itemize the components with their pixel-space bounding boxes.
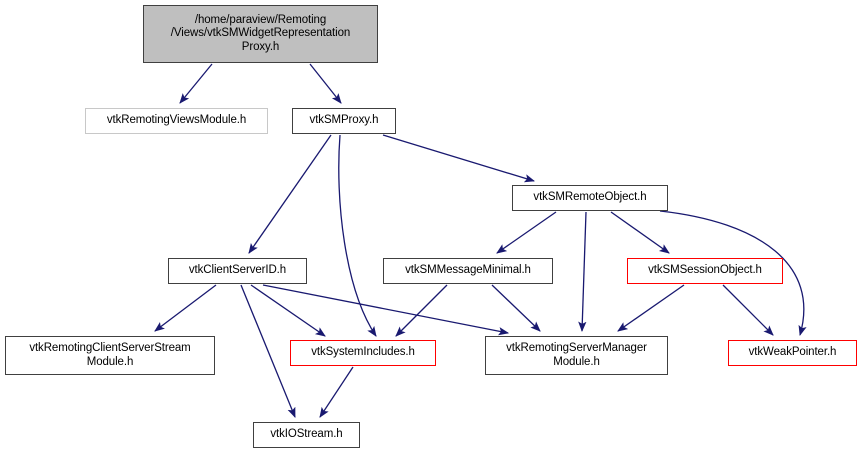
graph-edge [319, 366, 354, 418]
graph-node-remoteobject[interactable]: vtkSMRemoteObject.h [512, 185, 668, 211]
graph-edge [617, 284, 685, 332]
graph-edge [309, 63, 342, 104]
graph-edge [179, 63, 213, 104]
graph-edge [382, 134, 535, 183]
graph-edge [659, 210, 807, 337]
graph-edge [578, 211, 587, 333]
graph-edge [154, 284, 217, 332]
graph-node-csstreammodule[interactable]: vtkRemotingClientServerStream Module.h [5, 336, 215, 375]
graph-edge [610, 211, 670, 254]
graph-node-viewsmodule[interactable]: vtkRemotingViewsModule.h [85, 108, 268, 134]
graph-edge [496, 211, 557, 254]
graph-node-clientserverid[interactable]: vtkClientServerID.h [168, 258, 307, 284]
graph-edge [491, 284, 541, 332]
graph-node-iostream[interactable]: vtkIOStream.h [253, 422, 360, 448]
graph-edge [240, 284, 296, 418]
graph-edge [262, 284, 510, 336]
graph-edge [722, 284, 774, 336]
graph-node-systemincludes[interactable]: vtkSystemIncludes.h [290, 340, 436, 366]
graph-node-sessionobject[interactable]: vtkSMSessionObject.h [627, 258, 783, 284]
graph-edge [395, 284, 448, 337]
graph-node-messageminimal[interactable]: vtkSMMessageMinimal.h [383, 258, 553, 284]
graph-node-root[interactable]: /home/paraview/Remoting /Views/vtkSMWidg… [143, 5, 378, 63]
graph-edge [250, 284, 326, 337]
graph-node-weakpointer[interactable]: vtkWeakPointer.h [728, 340, 857, 366]
graph-node-smproxy[interactable]: vtkSMProxy.h [292, 108, 396, 134]
graph-edge [248, 134, 332, 254]
graph-node-smmodule[interactable]: vtkRemotingServerManager Module.h [485, 336, 668, 375]
graph-edge [338, 134, 377, 337]
